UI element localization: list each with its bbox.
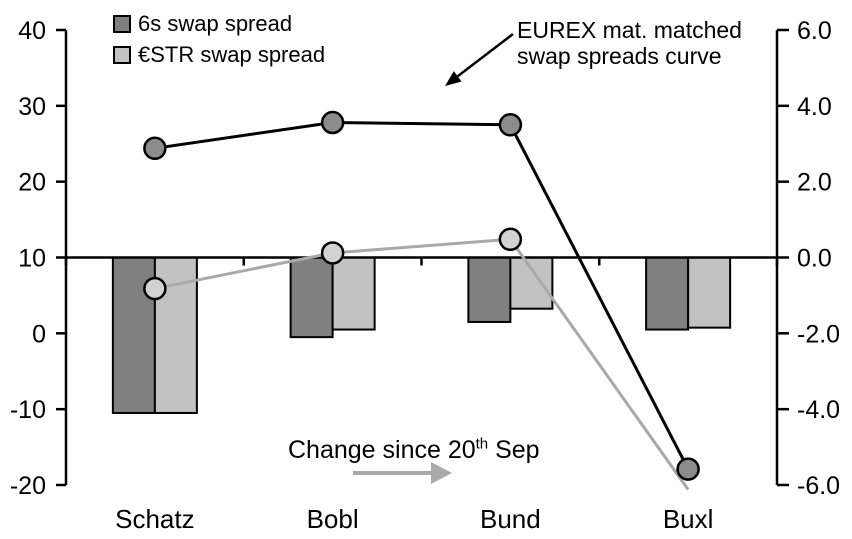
right-axis-tick-label: 4.0 <box>797 93 832 121</box>
bar-estr <box>331 256 376 331</box>
right-axis-tick-label: -2.0 <box>797 320 840 348</box>
curve-annotation-arrow-shaft <box>456 33 514 78</box>
right-axis-tick-label: 2.0 <box>797 169 832 197</box>
legend-label-6s: 6s swap spread <box>138 10 293 36</box>
bar-6s <box>467 256 512 323</box>
bar-estr <box>687 256 732 329</box>
change-annotation-text: Change since 20th Sep <box>288 436 540 465</box>
category-label: Bobl <box>307 504 359 534</box>
change-note-suffix: Sep <box>488 436 540 464</box>
change-note-superscript: th <box>475 435 489 453</box>
right-axis-tick-label: -4.0 <box>797 396 840 424</box>
change-annotation-arrow-head-icon <box>431 462 452 484</box>
legend-swatch-estr-icon <box>113 45 131 64</box>
category-label: Buxl <box>663 504 714 534</box>
left-axis-tick-label: 40 <box>18 17 46 45</box>
right-axis-tick-label: 0.0 <box>797 245 832 273</box>
legend-item-estr: €STR swap spread <box>113 39 325 70</box>
left-axis-tick-label: 10 <box>18 245 46 273</box>
bar-estr <box>509 256 554 310</box>
chart-layer: 403020100-10-206.04.02.00.0-2.0-4.0-6.0S… <box>10 17 840 534</box>
series-line <box>154 121 690 470</box>
legend-label-estr: €STR swap spread <box>138 41 326 67</box>
curve-annotation-arrow-head-icon <box>445 71 462 86</box>
series-marker <box>676 457 700 481</box>
curve-annotation-text: EUREX mat. matched swap spreads curve <box>517 17 742 69</box>
left-axis-tick-label: 30 <box>18 93 46 121</box>
category-label: Bund <box>480 504 541 534</box>
series-marker <box>320 110 345 135</box>
bar-6s <box>645 256 690 331</box>
series-marker <box>498 113 523 137</box>
series-marker <box>320 241 345 265</box>
series-marker <box>143 136 167 161</box>
legend: 6s swap spread €STR swap spread <box>113 8 325 70</box>
series-marker <box>143 276 167 301</box>
legend-swatch-6s-icon <box>113 14 131 33</box>
left-axis-tick-label: 0 <box>32 320 46 348</box>
change-note-prefix: Change since 20 <box>288 436 476 464</box>
category-label: Schatz <box>115 504 195 534</box>
series-line <box>154 237 690 491</box>
curve-annotation-line1: EUREX mat. matched <box>517 17 742 43</box>
series-marker <box>498 227 523 252</box>
left-axis-tick-label: 20 <box>18 169 46 197</box>
left-axis-tick-label: -10 <box>10 396 46 424</box>
bar-6s <box>289 256 334 339</box>
right-axis-tick-label: 6.0 <box>797 17 832 45</box>
annotation-layer <box>353 33 514 484</box>
legend-item-6s: 6s swap spread <box>113 8 325 39</box>
left-axis-tick-label: -20 <box>10 472 46 500</box>
right-axis-tick-label: -6.0 <box>797 472 840 500</box>
curve-annotation-line2: swap spreads curve <box>517 43 722 69</box>
